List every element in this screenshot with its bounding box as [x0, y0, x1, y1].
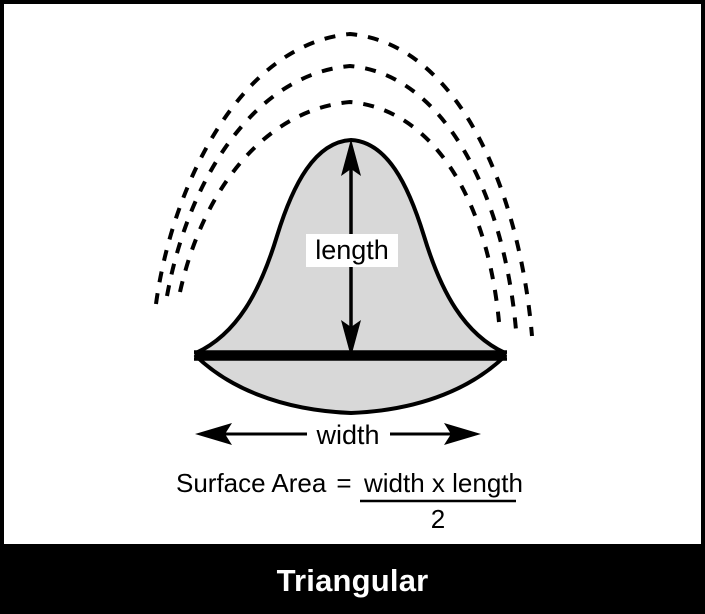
width-arrowhead-left: [195, 423, 232, 445]
length-arrowhead-top: [341, 139, 361, 176]
formula-denominator: 2: [431, 504, 445, 534]
surface-area-formula: Surface Area = width x length 2: [176, 468, 523, 534]
triangular-shape-diagram: length width Surface Area = width x leng…: [154, 31, 534, 534]
length-label-box: [306, 234, 398, 267]
formula-numerator: width x length: [363, 468, 523, 498]
caption-banner: Triangular: [0, 548, 705, 614]
formula-equals: =: [336, 468, 351, 498]
length-arrowhead-bottom: [341, 320, 361, 357]
length-label: length: [315, 235, 389, 265]
dashed-arc-middle: [165, 63, 518, 331]
width-dimension-arrow: width: [195, 420, 481, 450]
dashed-arc-outer: [154, 31, 534, 337]
width-arrowhead-right: [444, 423, 481, 445]
formula-lhs: Surface Area: [176, 468, 327, 498]
caption-label: Triangular: [276, 563, 429, 598]
width-label: width: [315, 420, 379, 450]
length-label-group: length: [306, 234, 398, 267]
dashed-arc-inner: [178, 99, 501, 323]
diagram-panel: length width Surface Area = width x leng…: [0, 0, 705, 548]
shape-belly: [194, 354, 507, 415]
dashed-contour-arcs: [154, 31, 534, 337]
